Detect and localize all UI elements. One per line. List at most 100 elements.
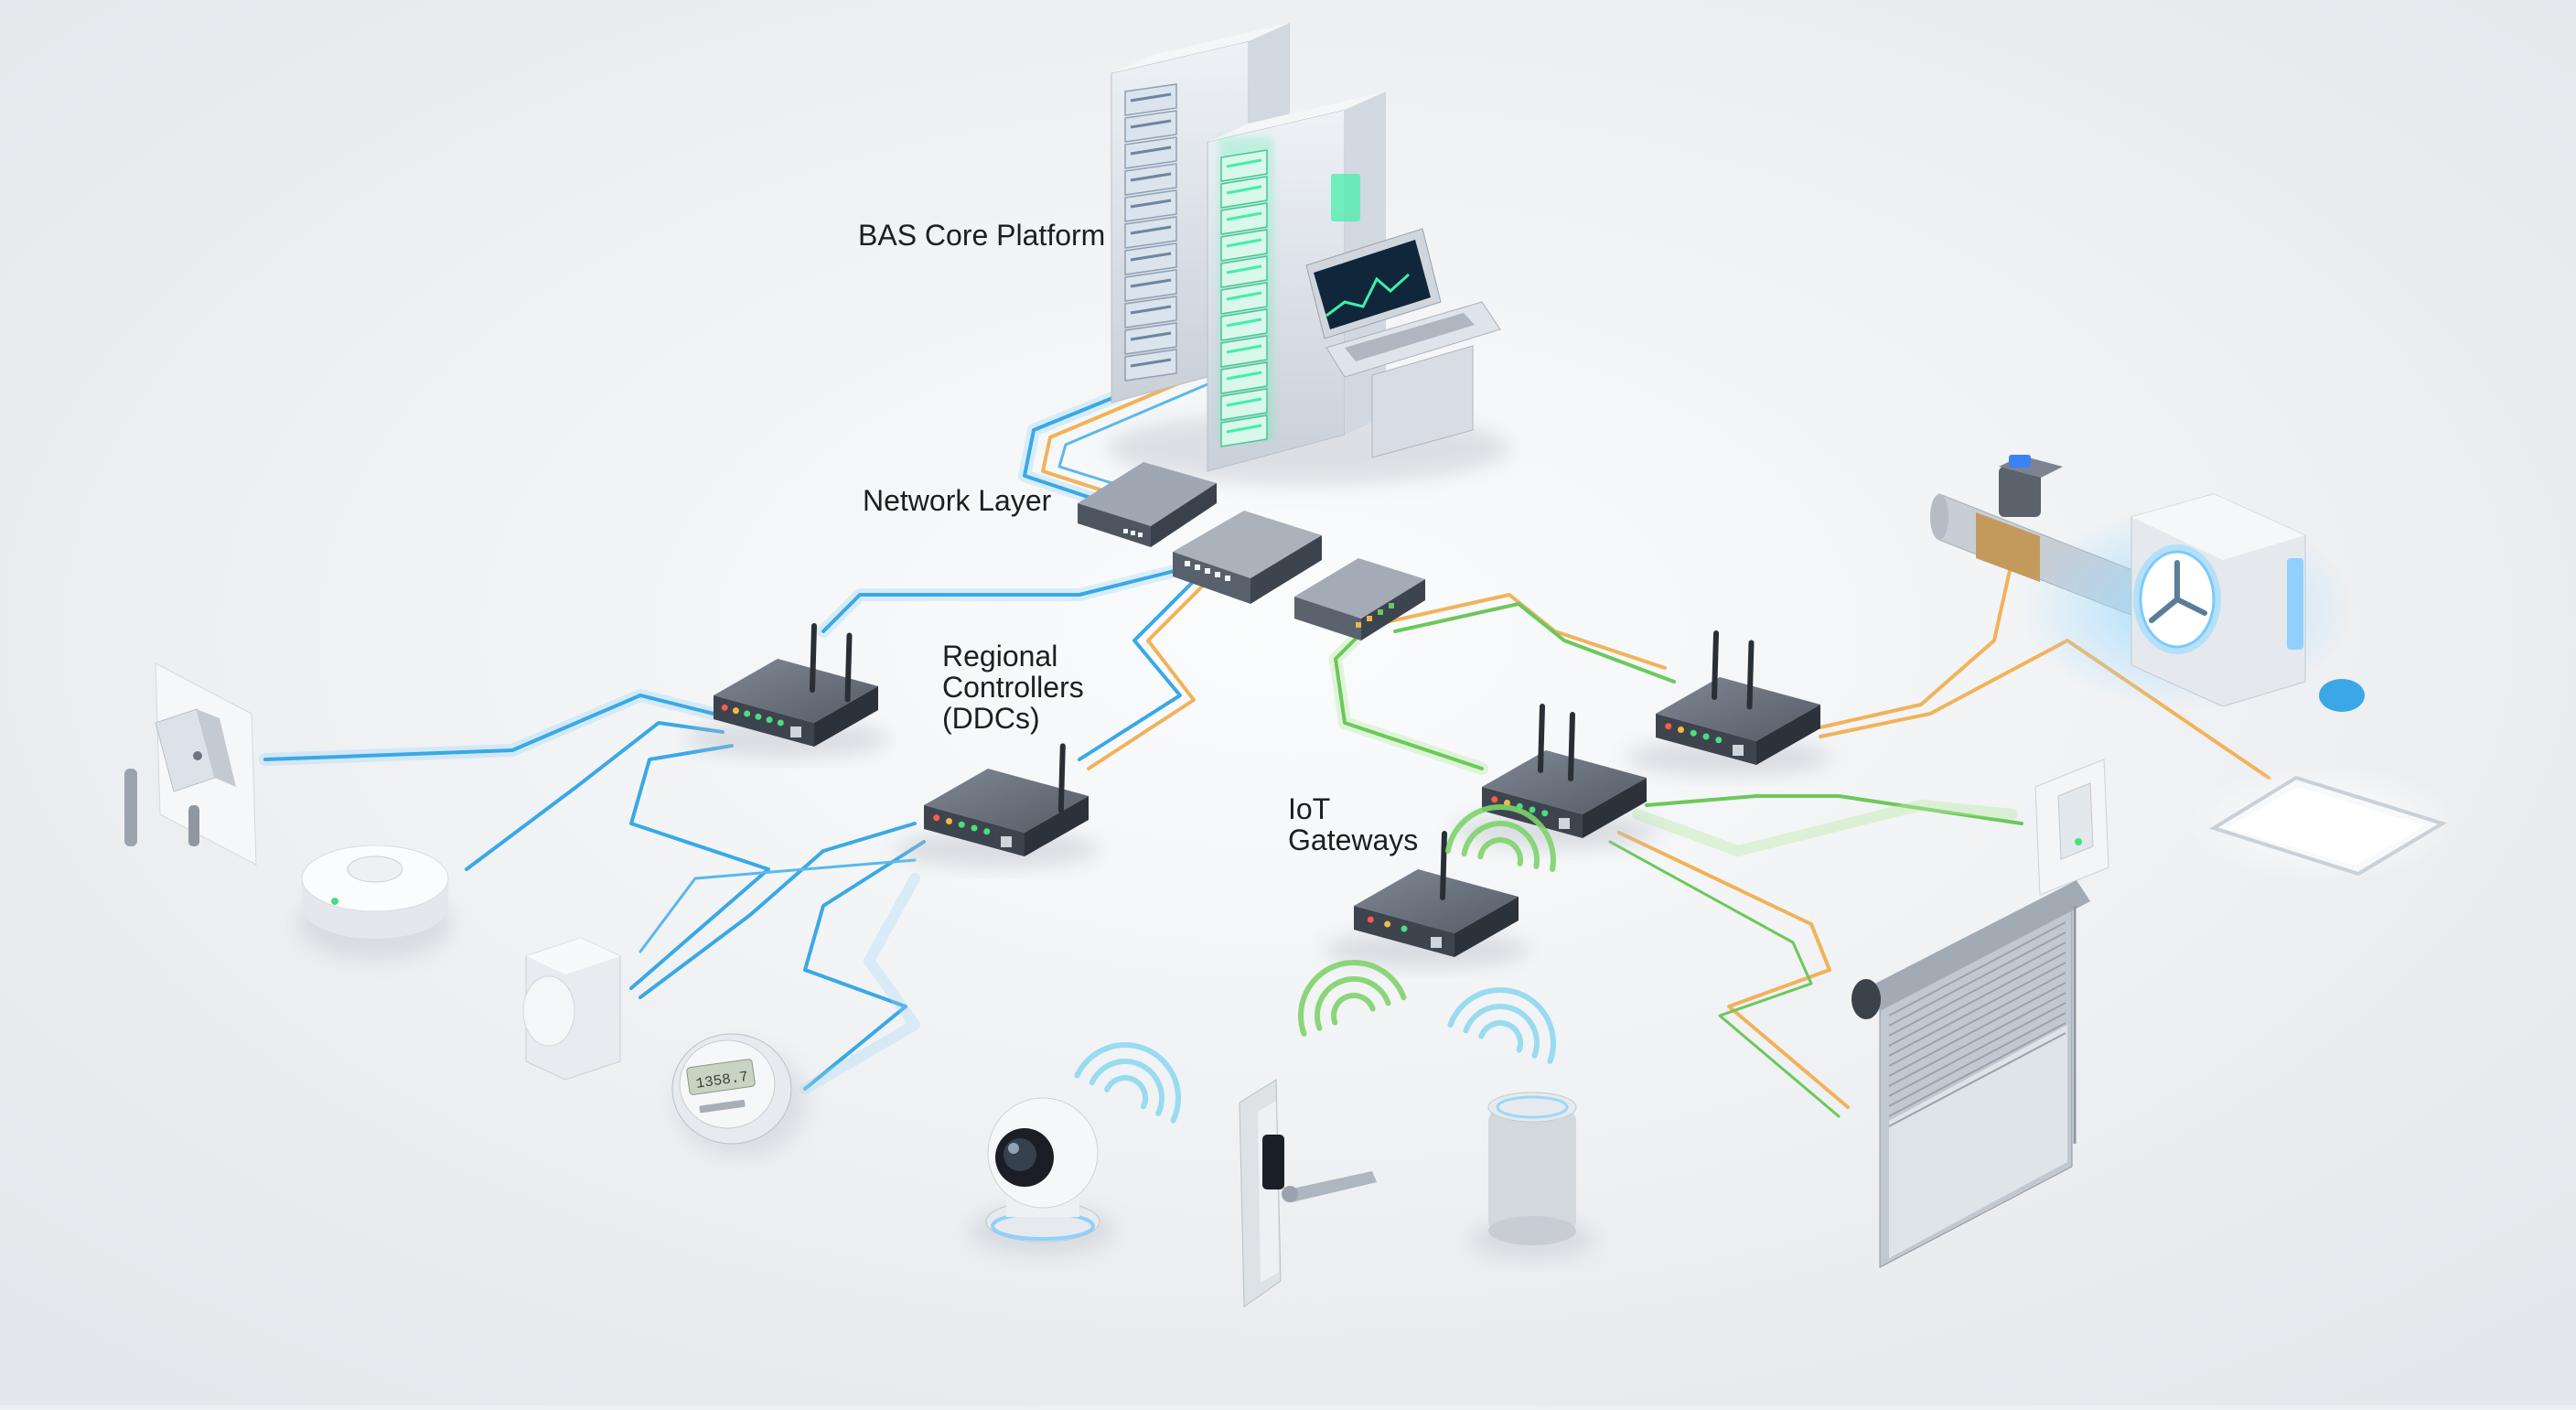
status-led [1715, 737, 1723, 744]
wireless-arc [1298, 960, 1407, 1037]
network-switch-icon [1173, 511, 1322, 604]
rack-slot-led [1130, 199, 1172, 209]
rack-slot-led [1130, 119, 1172, 129]
connection-links [259, 364, 2270, 1118]
label-iot-gateways-line2: Gateways [1288, 823, 1418, 856]
rack-slot-led [1226, 397, 1262, 407]
status-led [946, 818, 952, 824]
label-network-layer: Network Layer [863, 484, 1052, 517]
link-iot-to-actuators [1608, 556, 2270, 1118]
blind-slat [1888, 952, 2066, 1047]
smart-door-lock-icon [1239, 1079, 1377, 1308]
ceiling-light-panel-icon [2186, 764, 2461, 883]
wireless-signal-icon [1074, 1042, 1181, 1124]
wireless-arc [1444, 804, 1556, 873]
link-ddc-to-sensors [259, 689, 926, 1094]
wireless-signal-icon [1447, 987, 1556, 1064]
link-network-to-ddc [817, 561, 1209, 770]
rack-slot-led [1130, 225, 1172, 235]
status-led [1367, 916, 1374, 923]
label-regional-controllers-line2: Controllers [942, 671, 1084, 704]
rack-slot [1124, 163, 1177, 196]
status-led [971, 824, 978, 832]
wall-sensor-icon [124, 662, 257, 866]
status-led [721, 704, 728, 711]
rack-slot [1124, 269, 1177, 302]
rack-slot [1220, 361, 1268, 394]
rack-slot-led [1226, 158, 1262, 168]
label-regional-controllers-line3: (DDCs) [942, 702, 1040, 735]
wireless-arc [1074, 1042, 1181, 1124]
wireless-arc [1478, 1020, 1523, 1053]
rack-slot [1124, 136, 1177, 169]
blind-slat [1888, 972, 2066, 1067]
blind-slat [1888, 1012, 2066, 1107]
rack-slot [1220, 308, 1268, 341]
wireless-arc [1463, 1004, 1540, 1059]
status-led [983, 828, 991, 835]
motorized-blind-icon [1852, 880, 2090, 1268]
device-side [1756, 705, 1820, 765]
antenna [1712, 630, 1719, 700]
operator-workstation-icon [1305, 228, 1501, 458]
antenna [1538, 704, 1545, 773]
rack-slot-led [1226, 238, 1262, 248]
link-core-to-network [1018, 364, 1209, 519]
energy-meter-icon: 1358.7 [671, 1033, 807, 1157]
rack-slot-led [1226, 424, 1262, 434]
network-switch-icon [1294, 558, 1425, 640]
blind-slat [1888, 982, 2066, 1077]
rack-slot [1220, 176, 1268, 209]
rack-slot-led [1130, 145, 1172, 156]
ethernet-port [790, 727, 801, 737]
blind-slat [1888, 1002, 2066, 1097]
rack-slot [1124, 242, 1177, 275]
link-network-to-iot [1329, 593, 1676, 775]
rack-slot [1220, 229, 1268, 262]
status-led [1401, 925, 1408, 932]
wireless-arc [1461, 821, 1540, 869]
device-side [1454, 897, 1519, 957]
rack-slot-led [1226, 318, 1262, 328]
rack-slot [1220, 202, 1268, 235]
status-led [1384, 920, 1391, 928]
antenna [844, 632, 853, 703]
bas-server-rack-icon [1107, 23, 1509, 485]
label-core-platform: BAS Core Platform [858, 219, 1105, 252]
device-top [924, 769, 1089, 833]
antenna [1057, 743, 1066, 813]
rack-slot [1220, 255, 1268, 288]
device-top [1656, 677, 1820, 741]
rack-slot [1124, 296, 1177, 328]
iot-gateway-icon [1325, 831, 1530, 968]
rack-slot [1124, 110, 1177, 143]
rack-slot [1124, 322, 1177, 355]
antenna [810, 623, 817, 693]
rack-slot-led [1226, 291, 1262, 301]
label-iot-gateways: IoT Gateways [1288, 792, 1418, 856]
ddc-controller-icon [684, 623, 889, 758]
ethernet-port [1431, 937, 1442, 948]
wireless-arc [1089, 1059, 1165, 1116]
blind-slat [1888, 921, 2066, 1017]
wall-switch-icon [2034, 759, 2109, 896]
wireless-arc [1104, 1075, 1148, 1110]
rack-slot-led [1226, 344, 1262, 354]
device-side [814, 686, 878, 747]
rack-slot [1220, 414, 1268, 447]
rack-slot-led [1130, 305, 1172, 315]
ethernet-port [1733, 745, 1744, 756]
rack-slot [1124, 83, 1177, 116]
rack-slot-led [1130, 252, 1172, 262]
status-led [1541, 810, 1549, 817]
wireless-signal-icon [1298, 960, 1407, 1037]
status-led [777, 719, 784, 727]
status-led [755, 713, 762, 720]
antenna [1440, 831, 1447, 900]
device-side [1583, 778, 1647, 838]
network-switch-icon [1078, 462, 1217, 547]
blind-slat [1888, 1032, 2066, 1127]
antenna [1746, 640, 1755, 710]
